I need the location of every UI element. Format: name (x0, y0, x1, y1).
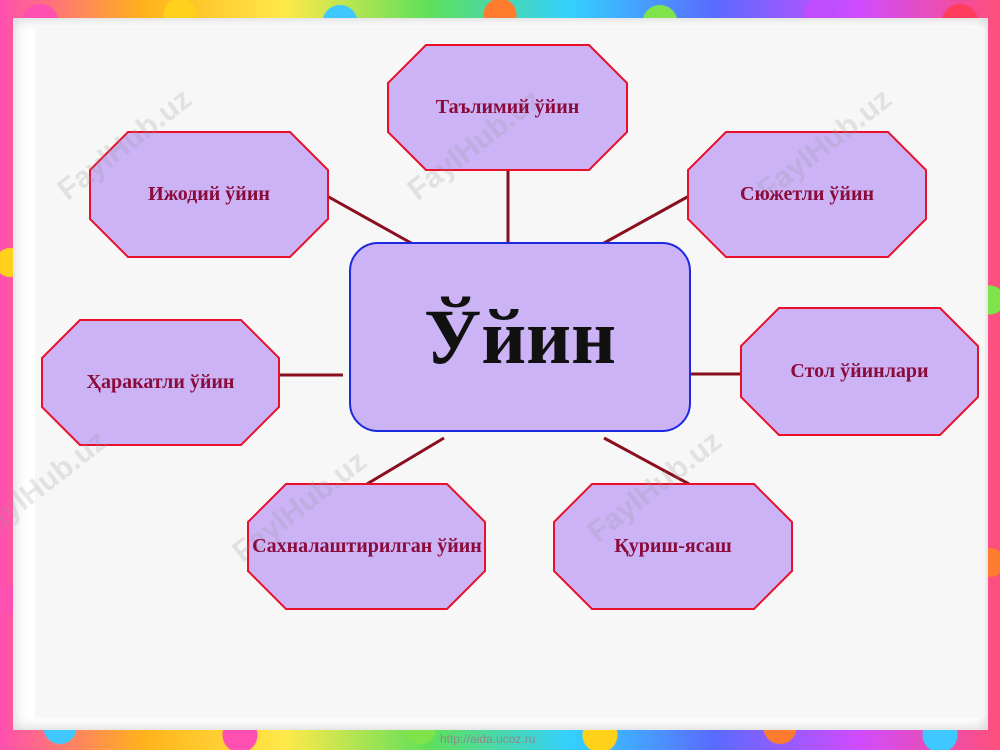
connector-syujetli (594, 194, 690, 250)
node-shape-syujetli (687, 131, 927, 258)
node-shape-harakatli (41, 319, 280, 446)
node-sahnalashtirilgan: Сахналаштирилган ўйин (252, 535, 482, 557)
footer-url: http://aida.ucoz.ru (440, 732, 536, 746)
center-title: Ўйин (423, 293, 617, 380)
node-talimiy: Таълимий ўйин (435, 96, 580, 118)
node-shape-ijodiy (89, 131, 329, 258)
node-qurish: Қуриш-ясаш (614, 535, 732, 557)
node-shape-qurish (553, 483, 793, 610)
node-harakatli: Ҳаракатли ўйин (86, 371, 235, 393)
node-shape-sahnalashtirilgan (247, 483, 486, 610)
node-ijodiy: Ижодий ўйин (148, 183, 270, 205)
connector-qurish (603, 436, 690, 486)
node-shape-stol (740, 307, 979, 436)
center-shape (349, 242, 691, 432)
node-stol: Стол ўйинлари (790, 360, 929, 382)
node-shape-talimiy (387, 44, 628, 171)
connector-sahnalashtirilgan (366, 436, 445, 486)
connector-ijodiy (326, 194, 421, 250)
node-syujetli: Сюжетли ўйин (740, 183, 874, 205)
